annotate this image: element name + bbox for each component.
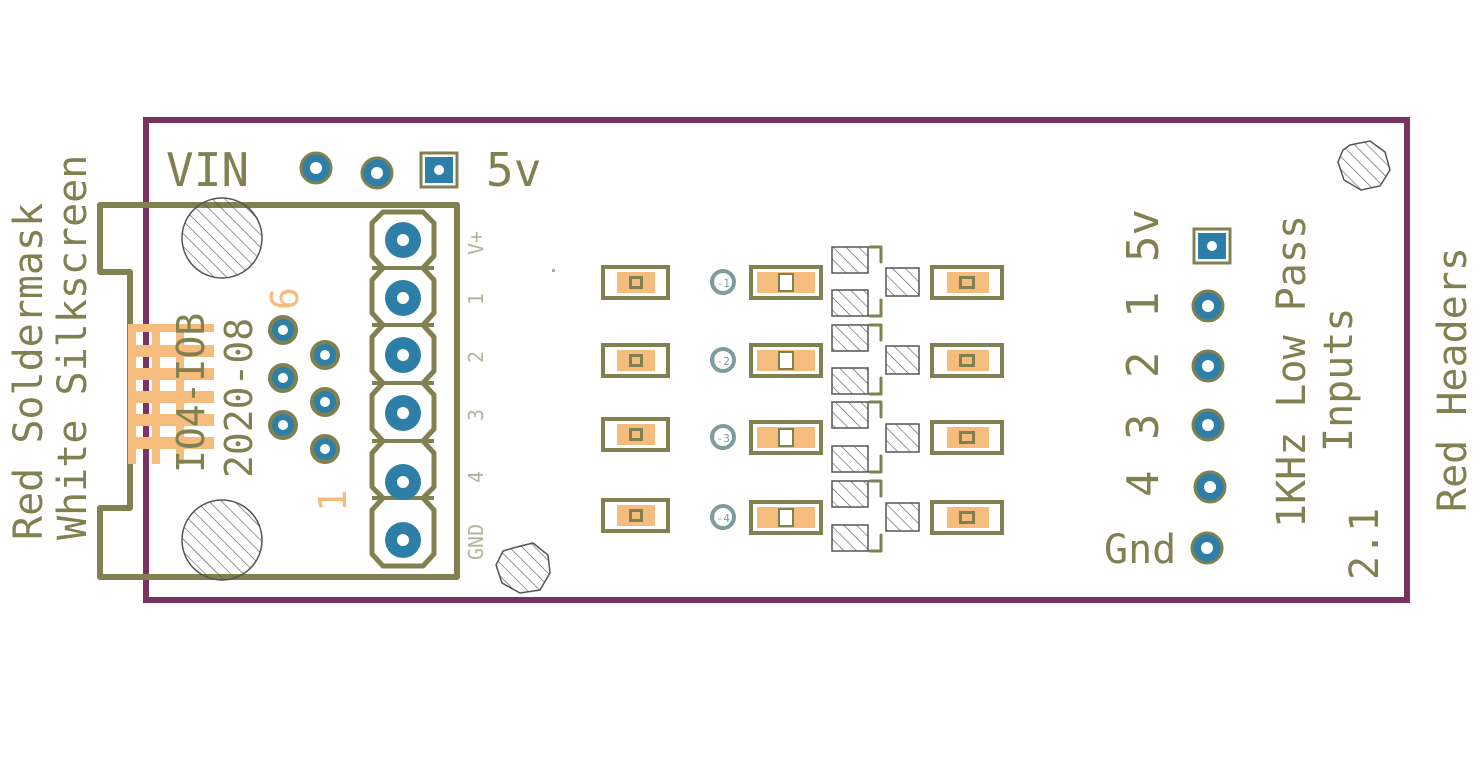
filter-row-3	[601, 400, 1004, 474]
output-label-2: 2	[1118, 352, 1169, 379]
terminal-label-gnd: GND	[464, 524, 488, 560]
terminal-pads	[385, 222, 421, 558]
resistor-label-1: 1-1	[710, 277, 730, 290]
output-label-gnd: Gnd	[1104, 527, 1176, 573]
rj45-date-label: 2020-08	[217, 318, 261, 478]
output-label-5v: 5v	[1118, 209, 1169, 262]
terminal-label-4: 4	[464, 471, 488, 483]
rj45-mount-hole-bottom	[181, 499, 263, 581]
terminal-block	[369, 209, 437, 569]
version-label: 2.1	[1342, 508, 1388, 580]
terminal-label-3: 3	[464, 409, 488, 421]
terminal-label-2: 2	[464, 351, 488, 363]
output-label-3: 3	[1118, 414, 1169, 441]
terminal-label-vplus: V+	[464, 231, 488, 255]
mount-hole-center	[495, 542, 551, 594]
power-header-pads	[299, 151, 459, 190]
filter-row-2	[601, 323, 1004, 396]
title-line-2: Inputs	[1316, 308, 1362, 453]
five-v-label: 5v	[486, 143, 541, 197]
tiny-dot	[552, 269, 555, 272]
filter-row-4	[601, 479, 1004, 553]
rj45-pin6-label: 6	[263, 287, 307, 310]
rj45-mount-hole-top	[181, 197, 263, 279]
legend-red-headers: Red Headers	[1430, 247, 1476, 512]
output-header-pads	[1190, 227, 1232, 565]
output-label-1: 1	[1118, 292, 1169, 319]
legend-red-soldermask: Red Soldermask	[6, 203, 52, 540]
rj45-part-label: IO4-IOB	[169, 313, 213, 473]
resistor-label-4: 1-4	[710, 512, 730, 525]
rj45-pin-pads	[268, 315, 340, 464]
resistor-label-2: 1-2	[710, 355, 730, 368]
legend-white-silkscreen: White Silkscreen	[50, 155, 96, 540]
resistor-label-3: 1-3	[710, 432, 730, 445]
vin-label: VIN	[166, 143, 249, 197]
rj45-fingers	[128, 324, 214, 464]
output-label-4: 4	[1118, 471, 1169, 498]
rj45-pin1-label: 1	[311, 489, 355, 512]
filter-row-1	[601, 245, 1004, 318]
title-line-1: 1KHz Low Pass	[1269, 215, 1315, 528]
board-outline	[143, 117, 1410, 603]
terminal-label-1: 1	[464, 293, 488, 305]
rj45-outline	[97, 202, 460, 580]
mount-hole-top-right	[1337, 140, 1391, 191]
